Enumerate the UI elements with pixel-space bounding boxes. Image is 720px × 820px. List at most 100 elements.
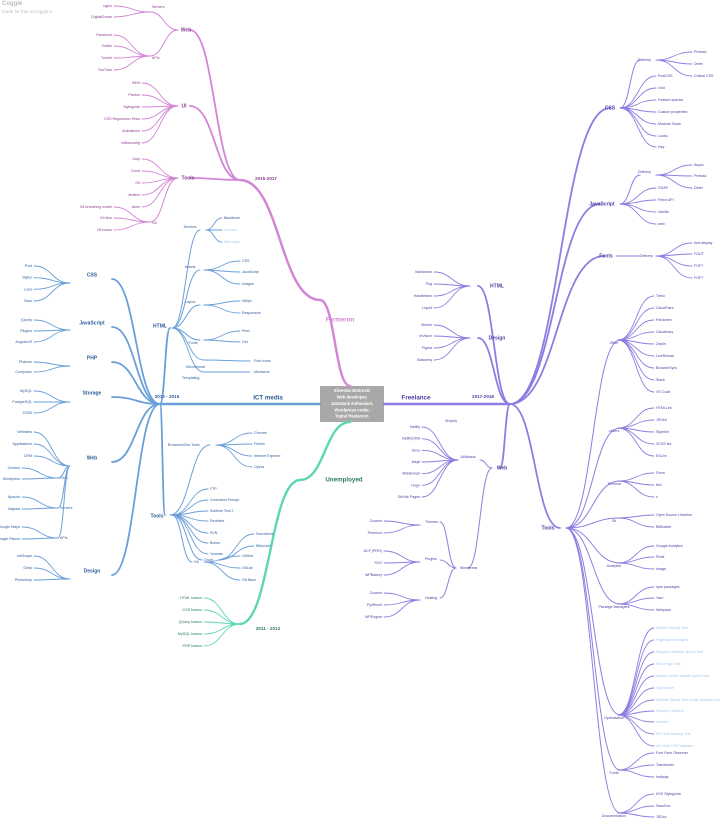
leaf-node[interactable]: Preload <box>694 174 706 178</box>
leaf-node[interactable]: SVG <box>374 561 382 565</box>
leaf-node[interactable]: JSDoc <box>656 815 667 819</box>
group-terminal[interactable]: Terminal <box>607 482 621 486</box>
leaf-node[interactable]: Tumblr <box>101 56 113 60</box>
leaf-node[interactable]: Lighthouse <box>656 686 674 690</box>
leaf-node[interactable]: JSHint <box>656 418 667 422</box>
leaf-node[interactable]: Figma <box>422 346 432 350</box>
leaf-node[interactable]: WPBakery <box>365 573 382 577</box>
leaf-node[interactable]: JavaScript <box>242 270 259 274</box>
topic-javascript[interactable]: JavaScript <box>589 201 615 207</box>
leaf-node[interactable]: Preload <box>694 50 706 54</box>
leaf-node[interactable]: Cloudinary <box>656 330 673 334</box>
leaf-node[interactable]: jQuery basics <box>178 620 202 624</box>
topic-html[interactable]: HTML <box>153 323 167 329</box>
leaf-node[interactable]: Animations <box>122 129 140 133</box>
leaf-node[interactable]: Sass <box>24 299 32 303</box>
leaf-node[interactable]: Security Headers <box>656 709 684 713</box>
leaf-node[interactable]: Git Bash <box>242 578 256 582</box>
leaf-node[interactable]: HTMLLint <box>656 406 672 410</box>
leaf-node[interactable]: Images <box>242 282 254 286</box>
leaf-node[interactable]: NetlifyCMS <box>402 437 421 441</box>
leaf-node[interactable]: W3 Gubi Markup Test <box>656 732 691 736</box>
leaf-node[interactable]: Open Source Libraries <box>656 513 692 517</box>
leaf-node[interactable]: Sublime Text 2 <box>210 509 234 513</box>
leaf-node[interactable]: Composer <box>15 370 32 374</box>
leaf-node[interactable]: Custom <box>370 519 382 523</box>
leaf-node[interactable]: npm packages <box>656 585 680 589</box>
leaf-node[interactable]: FOFT <box>694 276 704 280</box>
leaf-node[interactable]: Apache <box>8 495 20 499</box>
leaf-node[interactable]: Opera <box>254 465 264 469</box>
topic-javascript[interactable]: JavaScript <box>79 320 105 326</box>
leaf-node[interactable]: Grunt <box>131 169 140 173</box>
leaf-node[interactable]: fontplay <box>656 775 669 779</box>
group-browser-devtools[interactable]: Browsers/Dev Tools <box>168 443 200 447</box>
topic-web[interactable]: Web <box>181 27 191 33</box>
leaf-node[interactable]: Pingdom Website Speed Test <box>656 650 703 654</box>
leaf-node[interactable]: Modular Scale <box>658 122 681 126</box>
group-cms[interactable]: CMS <box>60 476 69 480</box>
group-delivery[interactable]: Delivery <box>640 254 653 258</box>
leaf-node[interactable]: Middleman <box>402 472 420 476</box>
leaf-node[interactable]: Custom <box>370 591 382 595</box>
leaf-node[interactable]: Defer <box>694 62 704 66</box>
leaf-node[interactable]: CloudFlare <box>656 306 674 310</box>
leaf-node[interactable]: Google Places <box>0 537 20 541</box>
leaf-node[interactable]: Transfonter <box>656 763 675 767</box>
leaf-node[interactable]: Yarn <box>656 596 663 600</box>
center-node[interactable] <box>320 386 384 422</box>
leaf-node[interactable]: YouTube <box>98 68 112 72</box>
leaf-node[interactable]: Fetch API <box>658 198 674 202</box>
leaf-node[interactable]: ACF (PRO) <box>364 549 382 553</box>
leaf-node[interactable]: jQuery <box>20 318 32 322</box>
leaf-node[interactable]: Pardonen <box>656 318 672 322</box>
group-optimization[interactable]: Optimization <box>604 716 624 720</box>
group-apis[interactable]: APIs <box>152 56 160 60</box>
year-label-2017[interactable]: 2017-2018 <box>472 394 494 399</box>
leaf-node[interactable]: Hugo <box>411 483 420 487</box>
group-servers[interactable]: Servers <box>152 5 165 9</box>
topic-css[interactable]: CSS <box>605 105 616 111</box>
leaf-node[interactable]: MySQL <box>20 389 32 393</box>
leaf-node[interactable]: Templating <box>182 376 199 380</box>
leaf-node[interactable]: Image <box>656 567 666 571</box>
leaf-node[interactable]: CSS <box>242 259 250 263</box>
leaf-node[interactable]: FTP <box>210 487 217 491</box>
topic-tools[interactable]: Tools <box>542 525 555 531</box>
leaf-node[interactable]: CRM <box>24 454 32 458</box>
leaf-node[interactable]: Less <box>24 287 32 291</box>
group-fonts[interactable]: Fonts <box>610 771 619 775</box>
leaf-node[interactable]: Pixel <box>242 329 250 333</box>
leaf-node[interactable]: Slack <box>656 378 665 382</box>
leaf-node[interactable]: Gimp <box>23 566 32 570</box>
leaf-node[interactable]: GitHub <box>242 554 253 558</box>
year-label-2011[interactable]: 2011 - 2012 <box>256 626 281 631</box>
leaf-node[interactable]: ESLint <box>656 454 667 458</box>
group-git[interactable]: Git <box>612 519 617 523</box>
topic-tools[interactable]: Tools <box>182 175 195 181</box>
leaf-node[interactable]: Webpack <box>656 608 671 612</box>
leaf-node[interactable]: KSS Styleguide <box>656 792 681 796</box>
leaf-node[interactable]: Piwik <box>656 555 665 559</box>
leaf-node[interactable]: SVN <box>210 531 218 535</box>
leaf-node[interactable]: Wordpress <box>3 477 21 481</box>
leaf-node[interactable]: Chrome <box>224 228 237 232</box>
leaf-node[interactable]: Websites <box>17 430 32 434</box>
group-assets[interactable]: Assets <box>185 265 196 269</box>
group-other[interactable]: Other <box>610 341 620 345</box>
leaf-node[interactable]: Google Analytics <box>656 544 683 548</box>
leaf-node[interactable]: Post <box>25 264 32 268</box>
leaf-node[interactable]: Command Prompt <box>210 498 239 502</box>
leaf-node[interactable]: editorconfig <box>121 141 140 145</box>
leaf-node[interactable]: Balsamiq <box>417 358 432 362</box>
leaf-node[interactable]: Shopify <box>445 419 457 423</box>
group-linters[interactable]: Linters <box>609 429 620 433</box>
leaf-node[interactable]: Jenkins <box>128 193 140 197</box>
leaf-node[interactable]: Backbone <box>224 216 240 220</box>
topic-tools[interactable]: Tools <box>151 513 164 519</box>
leaf-node[interactable]: Git branching model <box>80 205 112 209</box>
group-fonts[interactable]: Fonts <box>189 341 198 345</box>
topic-fonts[interactable]: Fonts <box>599 253 613 259</box>
branch-label-unemployed[interactable]: Unemployed <box>325 477 362 484</box>
